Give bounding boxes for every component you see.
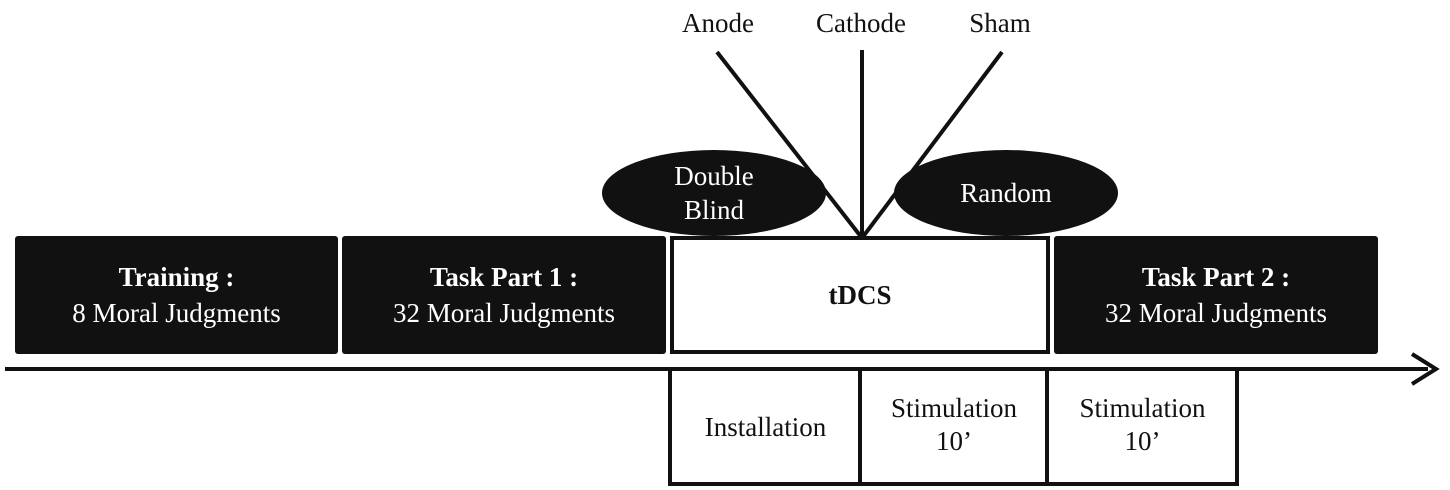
installation-cell: Installation — [673, 372, 858, 482]
task-part2-block: Task Part 2 : 32 Moral Judgments — [1054, 236, 1378, 354]
tdcs-block: tDCS — [670, 236, 1050, 354]
training-title: Training : — [118, 262, 235, 292]
stimulation-2-label: Stimulation — [1079, 393, 1206, 423]
task-part1-block: Task Part 1 : 32 Moral Judgments — [342, 236, 666, 354]
sham-line — [860, 50, 1004, 240]
random-label: Random — [960, 178, 1052, 208]
double-blind-line2: Blind — [683, 195, 744, 225]
timeline-boxes — [668, 369, 1239, 486]
anode-label: Anode — [682, 8, 754, 38]
task-part1-detail: 32 Moral Judgments — [393, 298, 615, 328]
task-part2-detail: 32 Moral Judgments — [1105, 298, 1327, 328]
stimulation-cell-2: Stimulation 10’ — [1050, 372, 1235, 482]
stimulation-2-duration: 10’ — [1124, 426, 1161, 456]
anode-line — [715, 50, 864, 240]
stimulation-1-label: Stimulation — [890, 393, 1017, 423]
sham-label: Sham — [969, 8, 1031, 38]
task-part1-title: Task Part 1 : — [429, 262, 579, 292]
double-blind-line1: Double — [674, 161, 754, 191]
training-block: Training : 8 Moral Judgments — [15, 236, 338, 354]
cathode-label: Cathode — [816, 8, 906, 38]
stimulation-1-duration: 10’ — [936, 426, 972, 456]
random-ellipse: Random — [894, 150, 1118, 236]
task-part2-title: Task Part 2 : — [1141, 262, 1291, 292]
tdcs-label: tDCS — [828, 279, 892, 310]
double-blind-ellipse: Double Blind — [602, 150, 826, 236]
training-detail: 8 Moral Judgments — [72, 298, 281, 328]
stimulation-cell-1: Stimulation 10’ — [863, 372, 1045, 482]
timeline-arrowhead — [1410, 352, 1440, 386]
installation-label: Installation — [704, 411, 827, 442]
